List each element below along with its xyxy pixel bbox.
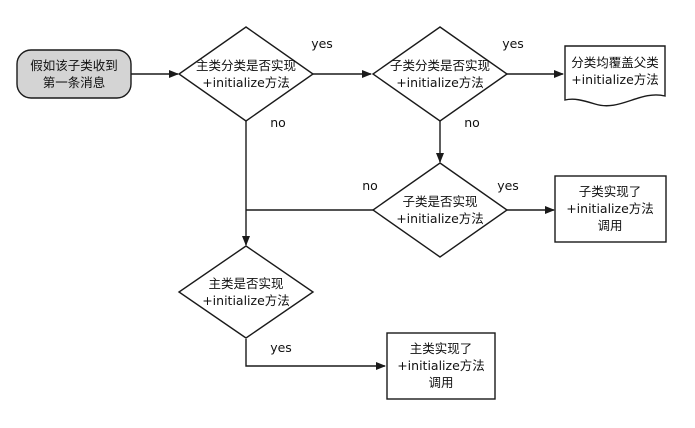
sub-class-call-line-3: 调用: [597, 218, 622, 233]
edge-label-yes-3: yes: [497, 178, 519, 193]
sub-category-decision-line-1: 子类分类是否实现: [390, 58, 490, 73]
sub-class-decision-line-1: 子类是否实现: [402, 194, 477, 209]
category-override-line-1: 分类均覆盖父类: [571, 55, 659, 70]
sub-class-call-node: 子类实现了 +initialize方法 调用: [554, 175, 667, 243]
main-category-decision-line-1: 主类分类是否实现: [196, 58, 296, 73]
main-class-call-node: 主类实现了 +initialize方法 调用: [386, 332, 496, 400]
main-class-call-line-3: 调用: [428, 375, 453, 390]
main-class-decision-line-2: +initialize方法: [202, 293, 290, 308]
start-node: 假如该子类收到 第一条消息: [16, 49, 132, 99]
sub-category-decision: 子类分类是否实现 +initialize方法: [371, 26, 509, 122]
sub-class-decision: 子类是否实现 +initialize方法: [371, 162, 509, 258]
edge-label-no-2: no: [464, 115, 480, 130]
start-node-line-2: 第一条消息: [43, 75, 106, 90]
edge-label-no-3: no: [362, 178, 378, 193]
main-category-decision-line-2: +initialize方法: [202, 75, 290, 90]
main-class-decision-line-1: 主类是否实现: [208, 276, 283, 291]
edge-label-yes-1: yes: [311, 36, 333, 51]
edge-label-no-1: no: [270, 115, 286, 130]
sub-class-decision-line-2: +initialize方法: [396, 211, 484, 226]
category-override-node: 分类均覆盖父类 +initialize方法: [564, 45, 666, 107]
start-node-line-1: 假如该子类收到: [30, 58, 118, 73]
edge-label-yes-2: yes: [502, 36, 524, 51]
edge-main-class-yes: [245, 339, 386, 370]
sub-class-call-line-2: +initialize方法: [566, 201, 654, 216]
main-class-call-line-2: +initialize方法: [397, 358, 485, 373]
main-category-decision: 主类分类是否实现 +initialize方法: [177, 26, 315, 122]
category-override-line-2: +initialize方法: [571, 72, 659, 87]
main-class-call-line-1: 主类实现了: [410, 341, 473, 356]
edge-label-yes-4: yes: [270, 340, 292, 355]
sub-category-decision-line-2: +initialize方法: [396, 75, 484, 90]
sub-class-call-line-1: 子类实现了: [579, 184, 642, 199]
main-class-decision: 主类是否实现 +initialize方法: [177, 245, 315, 339]
